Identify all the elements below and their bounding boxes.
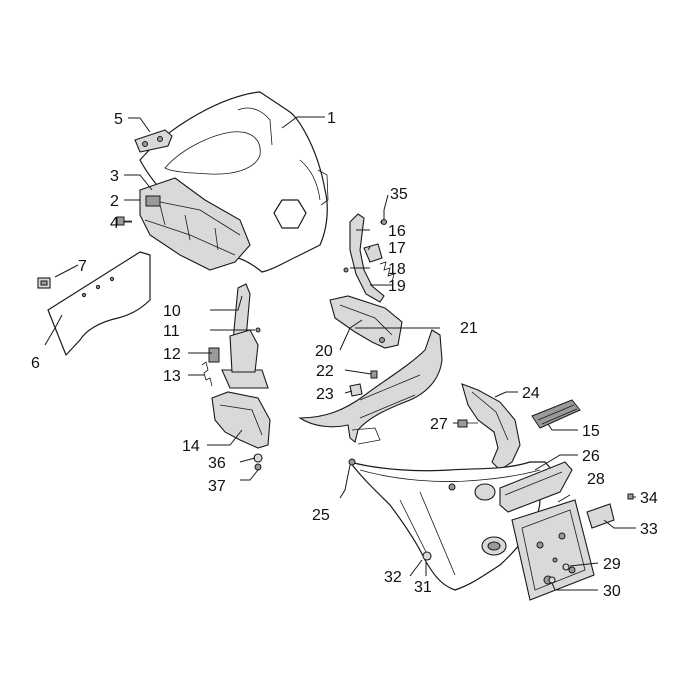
callout-32: 32 <box>384 569 402 586</box>
part-27-screw <box>457 419 478 428</box>
part-5-bracket <box>134 129 173 153</box>
part-36-37-fasteners <box>253 453 263 471</box>
callout-26: 26 <box>582 448 600 465</box>
callout-29: 29 <box>603 556 621 573</box>
callout-11: 11 <box>163 323 180 340</box>
callout-35: 35 <box>390 186 408 203</box>
part-35-screw <box>381 219 387 225</box>
part-21-grab-bar <box>298 329 443 445</box>
part-33-34-plate-light <box>586 493 634 529</box>
callout-21: 21 <box>460 320 478 337</box>
part-24-rear-grip <box>461 383 521 471</box>
callout-34: 34 <box>640 490 658 507</box>
callout-23: 23 <box>316 386 334 403</box>
part-25-26-rear-fender <box>348 458 573 591</box>
callout-3: 3 <box>110 168 119 185</box>
callout-19: 19 <box>388 278 406 295</box>
callout-25: 25 <box>312 507 330 524</box>
callout-31: 31 <box>414 579 432 596</box>
callout-15: 15 <box>582 423 600 440</box>
part-31-32-fasteners <box>422 551 432 561</box>
callout-16: 16 <box>388 223 406 240</box>
part-7-clip <box>37 277 51 289</box>
callout-33: 33 <box>640 521 658 538</box>
callout-14: 14 <box>182 438 200 455</box>
callout-30: 30 <box>603 583 621 600</box>
part-6-panel <box>47 251 151 356</box>
callout-17: 17 <box>388 240 406 257</box>
part-4-screw <box>116 216 132 226</box>
part-15-reflector <box>531 399 581 429</box>
callout-2: 2 <box>110 193 119 210</box>
callout-1: 1 <box>327 110 336 127</box>
callout-5: 5 <box>114 111 123 128</box>
part-16-19-right-hinge <box>343 213 395 303</box>
callout-13: 13 <box>163 368 181 385</box>
callout-12: 12 <box>163 346 181 363</box>
callout-20: 20 <box>315 343 333 360</box>
callout-37: 37 <box>208 478 226 495</box>
callout-7: 7 <box>78 258 87 275</box>
callout-27: 27 <box>430 416 448 433</box>
callout-36: 36 <box>208 455 226 472</box>
callout-6: 6 <box>31 355 40 372</box>
part-22-23-fasteners <box>349 370 378 397</box>
part-14-left-cover <box>211 391 271 449</box>
leader-lines <box>44 116 636 591</box>
callout-labels: 1 2 3 4 5 6 7 10 11 12 13 14 15 16 17 18… <box>31 110 658 600</box>
part-10-13-left-hinge <box>201 283 269 389</box>
callout-18: 18 <box>388 261 406 278</box>
part-20-right-cover <box>329 295 403 349</box>
callout-22: 22 <box>316 363 334 380</box>
callout-28: 28 <box>587 471 605 488</box>
callout-10: 10 <box>163 303 181 320</box>
callout-24: 24 <box>522 385 540 402</box>
part-2-3-support-frame <box>139 177 251 271</box>
callout-4: 4 <box>110 215 119 232</box>
